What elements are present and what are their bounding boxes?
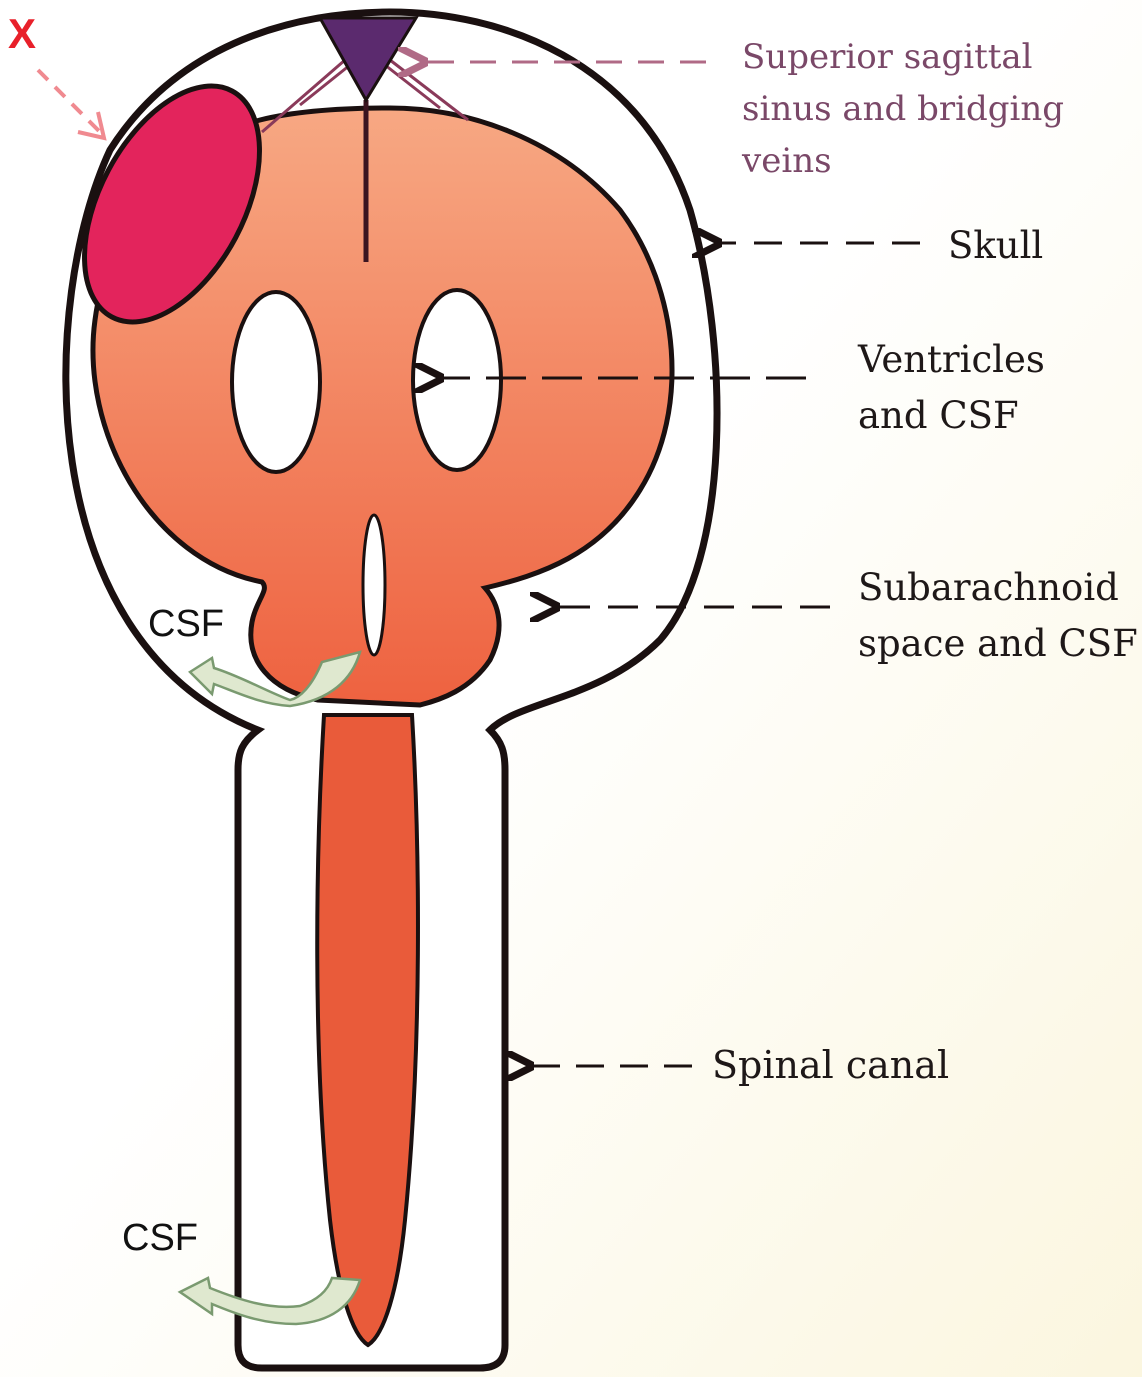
label-spinal-canal: Spinal canal	[712, 1043, 949, 1087]
label-subarachnoid-1: Subarachnoid	[858, 566, 1119, 609]
spinal-cord	[317, 715, 418, 1345]
ventricle-left	[232, 292, 320, 472]
label-ventricles-2: and CSF	[858, 394, 1019, 437]
label-csf-upper: CSF	[148, 603, 224, 645]
label-superior-sagittal-3: veins	[741, 141, 832, 181]
label-skull: Skull	[948, 224, 1043, 267]
ventricle-third	[363, 515, 385, 655]
label-csf-lower: CSF	[122, 1217, 198, 1259]
label-superior-sagittal-1: Superior sagittal	[742, 37, 1033, 77]
label-subarachnoid-2: space and CSF	[858, 622, 1138, 665]
label-ventricles-1: Ventricles	[857, 338, 1045, 381]
ventricle-right	[413, 290, 501, 470]
marker-x: X	[8, 10, 36, 57]
label-superior-sagittal-2: sinus and bridging	[742, 89, 1064, 129]
